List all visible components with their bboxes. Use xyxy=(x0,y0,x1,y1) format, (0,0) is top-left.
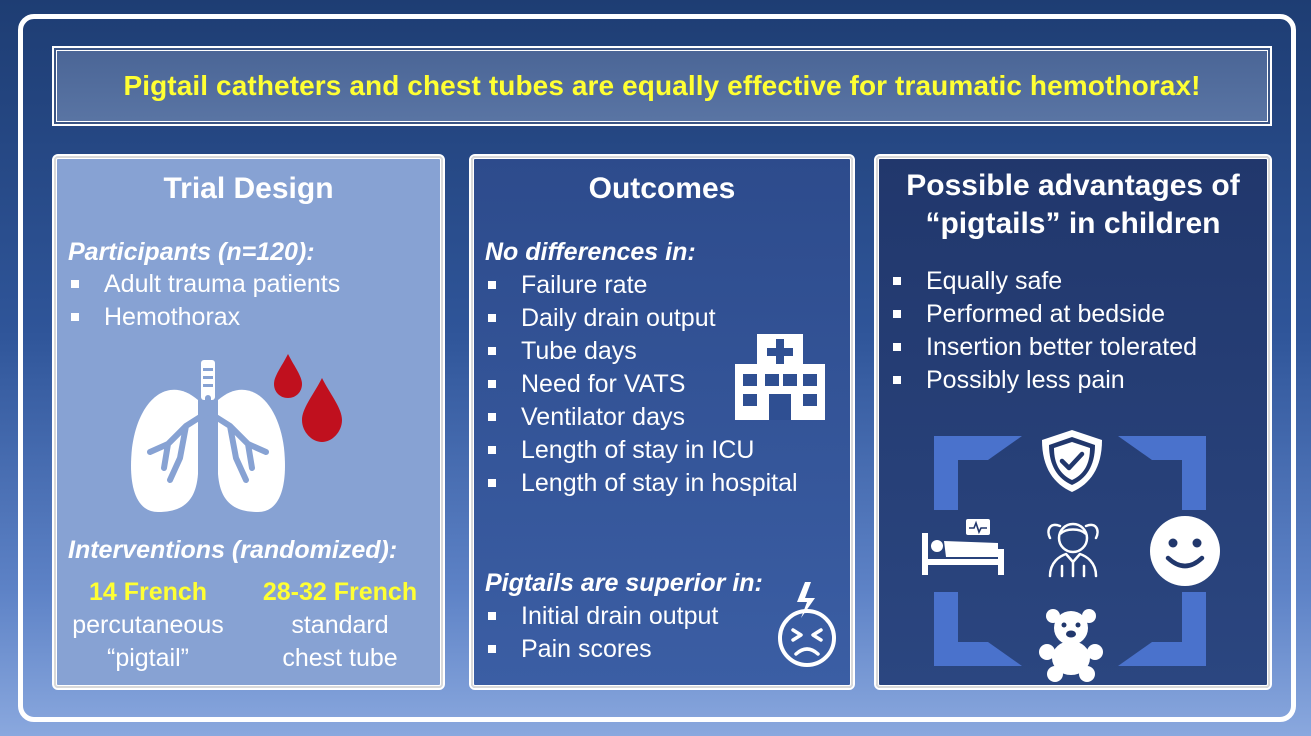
advantages-title-line1: Possible advantages of xyxy=(906,169,1240,202)
advantages-list: Equally safe Performed at bedside Insert… xyxy=(890,265,1197,397)
list-item: Possibly less pain xyxy=(890,364,1197,397)
participants-list: Adult trauma patients Hemothorax xyxy=(68,268,340,334)
chest-tube-size: 28-32 French xyxy=(262,578,418,606)
pain-face-icon xyxy=(778,582,836,667)
list-item: Performed at bedside xyxy=(890,298,1197,331)
smiley-icon xyxy=(1150,516,1220,586)
interventions-heading: Interventions (randomized): xyxy=(68,536,398,564)
superior-heading: Pigtails are superior in: xyxy=(485,569,763,597)
list-item: Pain scores xyxy=(485,633,718,666)
pigtail-line1: percutaneous xyxy=(72,611,224,639)
list-item: Tube days xyxy=(485,335,798,368)
list-item: Initial drain output xyxy=(485,600,718,633)
participants-heading: Participants (n=120): xyxy=(68,238,315,266)
child-icon xyxy=(1047,522,1099,578)
list-item: Adult trauma patients xyxy=(68,268,340,301)
advantages-title-line2: “pigtails” in children xyxy=(925,207,1221,240)
outcomes-panel: Outcomes No differences in: Failure rate… xyxy=(469,154,855,690)
outcomes-title: Outcomes xyxy=(588,172,736,205)
list-item: Hemothorax xyxy=(68,301,340,334)
advantages-panel: Possible advantages of “pigtails” in chi… xyxy=(874,154,1272,690)
list-item: Ventilator days xyxy=(485,401,798,434)
list-item: Daily drain output xyxy=(485,302,798,335)
hospital-bed-icon xyxy=(922,519,1004,575)
lungs-icon xyxy=(131,360,285,512)
trial-design-title: Trial Design xyxy=(163,172,334,205)
chest-tube-line1: standard xyxy=(291,611,389,639)
trial-design-panel: Trial Design Participants (n=120): Adult… xyxy=(52,154,445,690)
headline-banner: Pigtail catheters and chest tubes are eq… xyxy=(52,46,1272,126)
list-item: Equally safe xyxy=(890,265,1197,298)
pigtail-size: 14 French xyxy=(88,578,208,606)
superior-list: Initial drain output Pain scores xyxy=(485,600,718,666)
list-item: Failure rate xyxy=(485,269,798,302)
no-differences-list: Failure rate Daily drain output Tube day… xyxy=(485,269,798,500)
cycle-arrows-graphic xyxy=(934,436,1206,666)
list-item: Insertion better tolerated xyxy=(890,331,1197,364)
blood-drops-icon xyxy=(274,354,342,442)
chest-tube-line2: chest tube xyxy=(282,644,398,672)
hospital-icon xyxy=(735,334,825,420)
pigtail-line2: “pigtail” xyxy=(107,644,189,672)
no-differences-heading: No differences in: xyxy=(485,238,696,266)
list-item: Length of stay in hospital xyxy=(485,467,798,500)
list-item: Need for VATS xyxy=(485,368,798,401)
pigtail-arm: 14 French percutaneous “pigtail” xyxy=(60,576,236,675)
headline-text: Pigtail catheters and chest tubes are eq… xyxy=(123,70,1201,101)
list-item: Length of stay in ICU xyxy=(485,434,798,467)
shield-check-icon xyxy=(1042,430,1102,492)
outer-frame xyxy=(18,14,1296,722)
chest-tube-arm: 28-32 French standard chest tube xyxy=(248,576,432,675)
teddy-bear-icon xyxy=(1039,609,1103,682)
